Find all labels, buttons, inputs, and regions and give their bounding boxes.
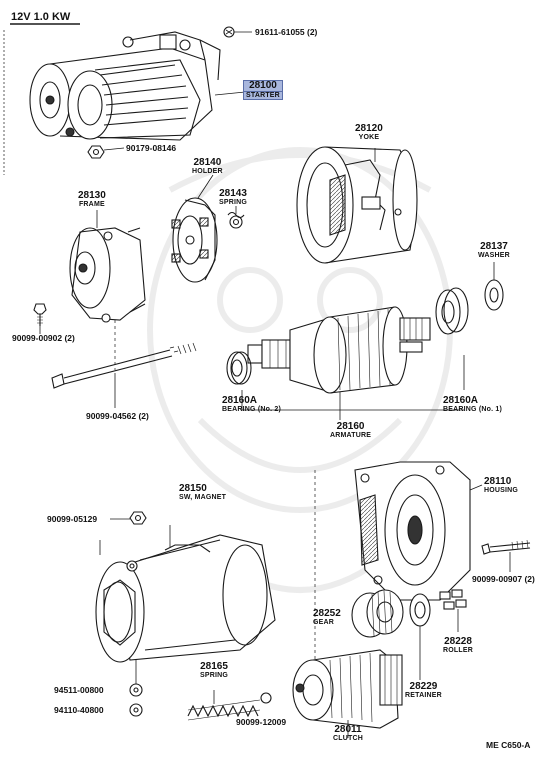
callout-number: 28150: [179, 483, 207, 494]
ring-90099-12009[interactable]: [260, 692, 272, 704]
callout-bearing-no1[interactable]: 28160A BEARING (No. 1): [443, 395, 502, 414]
callout-name: SW, MAGNET: [179, 494, 227, 501]
clutch[interactable]: [292, 649, 403, 729]
callout-number: 90099-12009: [236, 717, 287, 727]
callout-name: HOLDER: [192, 168, 223, 175]
bearing-no2[interactable]: [226, 351, 252, 385]
retainer[interactable]: [409, 593, 431, 627]
callout-90179[interactable]: 90179-08146: [126, 144, 176, 153]
callout-armature[interactable]: 28160 ARMATURE: [330, 421, 372, 440]
callout-bearing-no2[interactable]: 28160A BEARING (No. 2): [222, 395, 281, 414]
callout-gear[interactable]: 28252 GEAR: [313, 608, 341, 627]
callout-number: 28229: [409, 681, 438, 692]
brush-spring[interactable]: [227, 211, 245, 229]
callout-number: 28160: [336, 421, 365, 432]
idler-gear[interactable]: [351, 589, 404, 638]
magnet-switch[interactable]: [95, 525, 276, 663]
callout-retainer[interactable]: 28229 RETAINER: [405, 681, 442, 700]
callout-number: 90099-00907 (2): [472, 574, 535, 584]
callout-number: 94110-40800: [54, 705, 104, 715]
callout-94511[interactable]: 94511-00800: [54, 686, 104, 695]
callout-frame[interactable]: 28130 FRAME: [78, 190, 106, 209]
screw-90099-00902[interactable]: [33, 303, 47, 326]
callout-number: 91611-61055 (2): [255, 27, 318, 37]
rollers[interactable]: [439, 589, 467, 610]
commutator-end-frame[interactable]: [69, 227, 146, 323]
callout-starter[interactable]: 28100 STARTER: [243, 80, 283, 100]
callout-number: 28160A: [222, 395, 258, 406]
callout-91611[interactable]: 91611-61055 (2): [255, 28, 317, 37]
callout-number: 90179-08146: [126, 143, 177, 153]
callout-number: 28137: [480, 241, 508, 252]
nut-90099-05129[interactable]: [129, 511, 147, 525]
callout-90099-04562[interactable]: 90099-04562 (2): [86, 412, 149, 421]
callout-name: RETAINER: [405, 692, 442, 699]
callout-number: 28130: [78, 190, 106, 201]
callout-name: ROLLER: [443, 647, 473, 654]
callout-magnet-switch[interactable]: 28150 SW, MAGNET: [179, 483, 227, 502]
washer[interactable]: [484, 279, 504, 311]
callout-number: 28120: [355, 123, 383, 134]
callout-name: SPRING: [219, 199, 248, 206]
callout-name: GEAR: [313, 619, 335, 626]
callout-name: HOUSING: [484, 487, 519, 494]
callout-90099-00907[interactable]: 90099-00907 (2): [472, 575, 535, 584]
callout-yoke[interactable]: 28120 YOKE: [355, 123, 383, 142]
callout-name: ARMATURE: [330, 432, 372, 439]
brush-holder[interactable]: [171, 197, 218, 283]
bolt-90099-00907[interactable]: [481, 539, 531, 555]
callout-spring-28143[interactable]: 28143 SPRING: [219, 188, 248, 207]
bearing-no1[interactable]: [435, 287, 469, 335]
callout-number: 90099-04562 (2): [86, 411, 149, 421]
spec-header: 12V 1.0 KW: [11, 11, 71, 23]
bolt-91611[interactable]: [223, 26, 235, 38]
starter-assembly[interactable]: [29, 31, 221, 141]
callout-spring-28165[interactable]: 28165 SPRING: [200, 661, 229, 680]
callout-housing[interactable]: 28110 HOUSING: [484, 476, 519, 495]
callout-94110[interactable]: 94110-40800: [54, 706, 104, 715]
callout-number: 28165: [200, 661, 228, 672]
callout-90099-00902[interactable]: 90099-00902 (2): [12, 334, 75, 343]
callout-name: FRAME: [78, 201, 105, 208]
nut-90179[interactable]: [87, 145, 105, 159]
callout-name: CLUTCH: [333, 735, 363, 742]
callout-number: 28160A: [443, 395, 479, 406]
callout-number: 28252: [313, 608, 341, 619]
washer-94511[interactable]: [129, 683, 143, 697]
callout-roller[interactable]: 28228 ROLLER: [443, 636, 473, 655]
callout-name: BEARING (No. 2): [222, 406, 281, 413]
yoke[interactable]: [296, 146, 418, 264]
return-spring[interactable]: [187, 699, 261, 721]
callout-number: 28143: [219, 188, 247, 199]
diagram-code: ME C650-A: [486, 740, 531, 750]
drive-housing[interactable]: [354, 461, 471, 601]
armature[interactable]: [247, 306, 431, 394]
callout-name: SPRING: [200, 672, 229, 679]
callout-clutch[interactable]: 28011 CLUTCH: [333, 724, 363, 743]
callout-name: WASHER: [478, 252, 510, 259]
callout-90099-12009[interactable]: 90099-12009: [236, 718, 286, 727]
callout-name: BEARING (No. 1): [443, 406, 502, 413]
callout-number: 28228: [444, 636, 472, 647]
callout-90099-05129[interactable]: 90099-05129: [47, 515, 97, 524]
callout-number: 28011: [334, 724, 362, 735]
callout-number: 28110: [484, 476, 512, 487]
callout-number: 28100: [243, 80, 283, 92]
callout-washer[interactable]: 28137 WASHER: [478, 241, 510, 260]
washer-94110[interactable]: [129, 703, 143, 717]
through-bolt[interactable]: [51, 342, 197, 389]
callout-number: 90099-00902 (2): [12, 333, 75, 343]
callout-holder[interactable]: 28140 HOLDER: [192, 157, 223, 176]
callout-number: 28140: [193, 157, 222, 168]
callout-number: 94511-00800: [54, 685, 104, 695]
callout-name: YOKE: [358, 134, 380, 141]
callout-name: STARTER: [243, 92, 283, 100]
callout-number: 90099-05129: [47, 514, 98, 524]
